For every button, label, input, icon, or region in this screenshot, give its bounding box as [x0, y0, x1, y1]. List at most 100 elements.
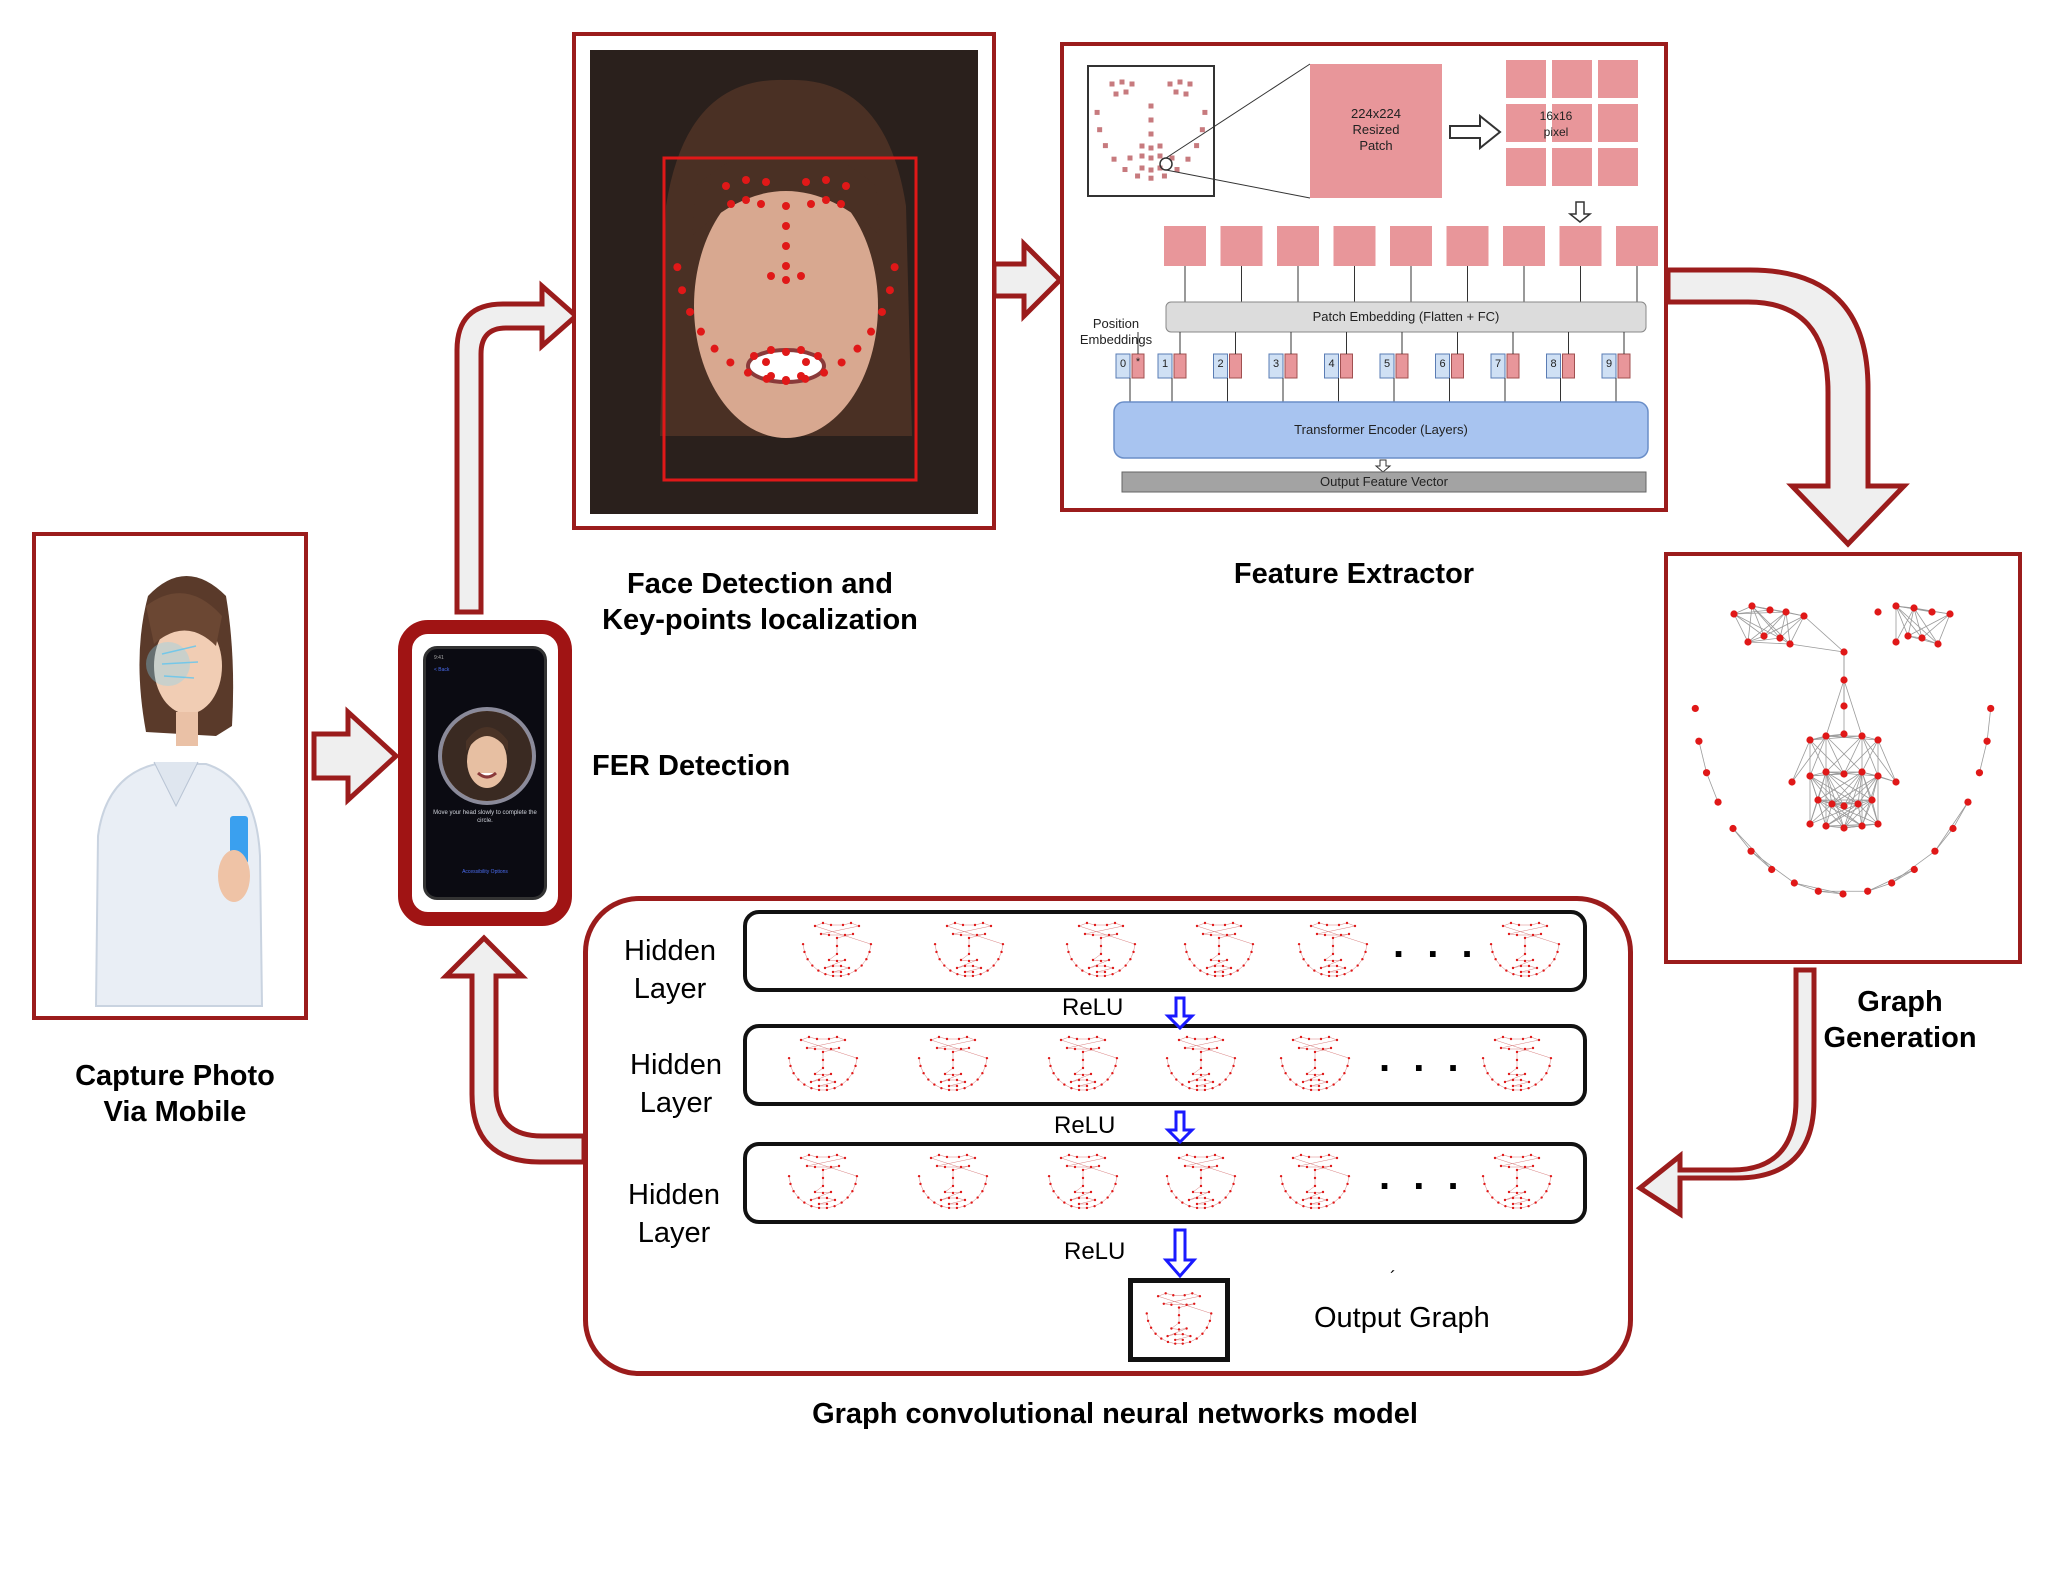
graph-edge: [1779, 615, 1805, 639]
mini-face-node: [1491, 1078, 1494, 1081]
mini-face-node: [1327, 974, 1331, 978]
mini-face-node: [1177, 1321, 1181, 1324]
thumb-point: [1157, 143, 1163, 149]
gcn-model-box: [583, 896, 1633, 1376]
mini-face-node: [1325, 1086, 1328, 1090]
mini-face-node: [1211, 1198, 1215, 1202]
mini-face-node: [1063, 1083, 1066, 1086]
mini-face-node: [1321, 1165, 1325, 1169]
mini-face-node: [933, 1083, 936, 1086]
mini-face-node: [1527, 970, 1531, 974]
graph-edge: [1750, 850, 1772, 870]
mini-face-node: [854, 1182, 857, 1186]
mini-face-node: [839, 970, 843, 974]
phone-instruction: Move your head slowly to complete the ci…: [433, 810, 537, 824]
mini-face-node: [1481, 1056, 1485, 1060]
mini-face-node: [1335, 1156, 1339, 1160]
thumb-point: [1183, 91, 1189, 97]
mini-face-node: [1207, 1047, 1211, 1051]
mini-face-node: [1515, 1066, 1519, 1070]
face-detection-image: [590, 50, 978, 514]
mini-face-node: [1195, 1088, 1199, 1092]
mini-face-node: [945, 1155, 949, 1159]
mini-face-node: [933, 1201, 936, 1204]
landmark-point: [814, 352, 822, 360]
graph-edge: [1809, 803, 1833, 825]
mini-face-node: [1069, 1080, 1073, 1084]
graph-edge: [1809, 775, 1845, 807]
thumb-point: [1109, 81, 1115, 87]
graph-edge: [1803, 615, 1845, 653]
mini-face-node: [1191, 1165, 1195, 1169]
mini-face-node: [979, 972, 982, 976]
mini-face-node: [1207, 1165, 1211, 1169]
mini-face-node: [1301, 1080, 1305, 1084]
mini-face-node: [810, 1204, 813, 1208]
mini-face-node: [1049, 1064, 1052, 1068]
mini-face-node: [1217, 944, 1221, 948]
mini-face-node: [1483, 1064, 1486, 1068]
mini-face-node: [967, 1046, 971, 1050]
mini-face-node: [997, 957, 1000, 961]
mini-face-node: [1145, 1312, 1148, 1315]
mini-face-node: [927, 1196, 930, 1199]
mini-face-node: [1221, 1038, 1225, 1042]
pixel-cell: [1552, 60, 1592, 98]
stray-mark: ´: [1390, 1268, 1396, 1288]
mini-face-node: [1167, 1064, 1170, 1068]
graph-node: [1840, 730, 1848, 738]
mini-face-node: [989, 924, 993, 928]
mini-face-node: [789, 1182, 792, 1186]
mini-face-node: [1081, 1191, 1085, 1195]
mini-face-node: [943, 1047, 947, 1051]
mini-face-node: [1207, 1072, 1211, 1076]
mini-face-node: [1309, 1196, 1313, 1200]
phone-back-link[interactable]: < Back: [434, 667, 450, 673]
mini-face-node: [1229, 1189, 1232, 1193]
hidden-layer-row-2: . . .: [743, 1024, 1587, 1106]
mini-face-node: [831, 970, 835, 974]
mini-face-node: [947, 1088, 951, 1092]
capture-photo-panel: [32, 532, 308, 1020]
mini-face-node: [1203, 1084, 1207, 1088]
mini-face-node: [1511, 1078, 1515, 1082]
mini-face-node: [1077, 1078, 1081, 1082]
mini-face-node: [1059, 1156, 1063, 1160]
mini-face-node: [992, 964, 995, 967]
mini-face-node: [1515, 933, 1519, 937]
mini-face-node: [965, 1153, 969, 1157]
mini-face-node: [1201, 932, 1205, 936]
phone-accessibility-link[interactable]: Accessibility Options: [462, 869, 508, 875]
mini-face-node: [843, 958, 847, 962]
mini-face-node: [1486, 1189, 1489, 1193]
mini-face-node: [1486, 1071, 1489, 1075]
mini-face-node: [1170, 1303, 1173, 1306]
mini-face-node: [833, 1080, 837, 1084]
mini-face-node: [1224, 1078, 1227, 1081]
mini-face-node: [1515, 1058, 1519, 1062]
thumb-point: [1139, 143, 1145, 149]
mini-face-node: [979, 966, 983, 970]
mini-face-node: [827, 958, 831, 962]
mini-face-node: [1081, 1184, 1085, 1188]
thumb-point: [1148, 103, 1154, 109]
mini-face-node: [1188, 1086, 1191, 1090]
mini-face-node: [1517, 923, 1521, 927]
graph-node: [1822, 822, 1830, 830]
mini-face-node: [1519, 1078, 1523, 1082]
mini-face-node: [1540, 1196, 1543, 1199]
mini-face-node: [846, 1196, 849, 1199]
mini-face-node: [1081, 1168, 1085, 1172]
position-id-label: 2: [1217, 358, 1224, 370]
graph-edge: [1952, 801, 1969, 829]
mini-face-node: [1221, 964, 1225, 968]
graph-edge: [1979, 741, 1988, 773]
mini-face-node: [835, 936, 839, 940]
mini-face-node: [835, 1035, 839, 1039]
mini-face-node: [1177, 1038, 1181, 1042]
mini-face-node: [1065, 1046, 1069, 1050]
mini-face-node: [1213, 1153, 1217, 1157]
mini-face-node: [1537, 921, 1541, 925]
graph-edge: [1843, 735, 1863, 775]
mini-face-node: [1313, 1058, 1317, 1062]
